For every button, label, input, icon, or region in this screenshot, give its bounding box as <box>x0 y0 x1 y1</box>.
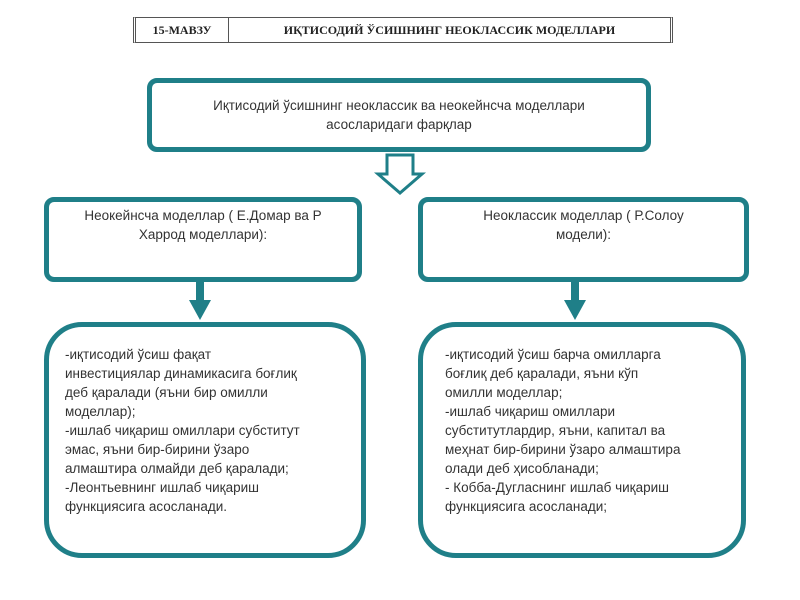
big-down-arrow <box>373 153 427 195</box>
comparison-line-1: Иқтисодий ўсишнинг неоклассик ва неокейн… <box>213 98 585 113</box>
neoclassical-detail-line: -иқтисодий ўсиш барча омилларга <box>445 347 661 362</box>
neokeynesian-detail-line: деб қаралади (яъни бир омилли <box>65 385 268 400</box>
right-arrow-shaft <box>571 282 579 302</box>
neokeynesian-detail-line: -иқтисодий ўсиш фақат <box>65 347 212 362</box>
left-arrow-shaft <box>196 282 204 302</box>
neoclassical-detail-line: меҳнат бир-бирини ўзаро алмаштира <box>445 442 681 457</box>
comparison-line-2: асосларидаги фарқлар <box>326 117 472 132</box>
neoclassical-detail-line: боғлиқ деб қаралади, яъни кўп <box>445 366 639 381</box>
neoclassical-detail-line: омилли моделлар; <box>445 385 563 400</box>
comparison-box: Иқтисодий ўсишнинг неоклассик ва неокейн… <box>147 78 651 152</box>
neoclassical-detail-line: олади деб ҳисобланади; <box>445 461 599 476</box>
neokeynesian-detail-line: функциясига асосланади. <box>65 499 228 514</box>
neoclassical-detail-line: субститутлардир, яъни, капитал ва <box>445 423 666 438</box>
neokeynesian-detail-line: алмаштира олмайди деб қаралади; <box>65 461 289 476</box>
neokeynesian-detail-line: инвестициялар динамикасига боғлиқ <box>65 366 297 381</box>
neokeynesian-line-1: Неокейнсча моделлар ( Е.Домар ва Р <box>84 208 322 223</box>
topic-header: 15-МАВЗУ ИҚТИСОДИЙ ЎСИШНИНГ НЕОКЛАССИК М… <box>133 17 673 43</box>
neoclassical-line-1: Неоклассик моделлар ( Р.Солоу <box>483 208 684 223</box>
neoclassical-models-box: Неоклассик моделлар ( Р.Солоу модели): <box>418 197 749 282</box>
right-arrow-head <box>564 300 586 320</box>
neokeynesian-models-box: Неокейнсча моделлар ( Е.Домар ва Р Харро… <box>44 197 362 282</box>
neokeynesian-detail-line: -ишлаб чиқариш омиллари субститут <box>65 423 300 438</box>
neoclassical-detail-line: -ишлаб чиқариш омиллари <box>445 404 615 419</box>
neoclassical-detail-line: - Кобба-Дугласнинг ишлаб чиқариш <box>445 480 669 495</box>
topic-number: 15-МАВЗУ <box>136 18 229 42</box>
neoclassical-line-2: модели): <box>555 227 612 242</box>
neokeynesian-details: -иқтисодий ўсиш фақат инвестициялар дина… <box>44 322 366 558</box>
neokeynesian-detail-line: моделлар); <box>65 404 136 419</box>
neoclassical-details: -иқтисодий ўсиш барча омилларга боғлиқ д… <box>418 322 746 558</box>
neokeynesian-line-2: Харрод моделлари): <box>138 227 268 242</box>
left-arrow-head <box>189 300 211 320</box>
neokeynesian-detail-line: -Леонтьевнинг ишлаб чиқариш <box>65 480 259 495</box>
neokeynesian-detail-line: эмас, яъни бир-бирини ўзаро <box>65 442 250 457</box>
neoclassical-detail-line: функциясига асосланади; <box>445 499 608 514</box>
topic-title: ИҚТИСОДИЙ ЎСИШНИНГ НЕОКЛАССИК МОДЕЛЛАРИ <box>283 22 616 37</box>
